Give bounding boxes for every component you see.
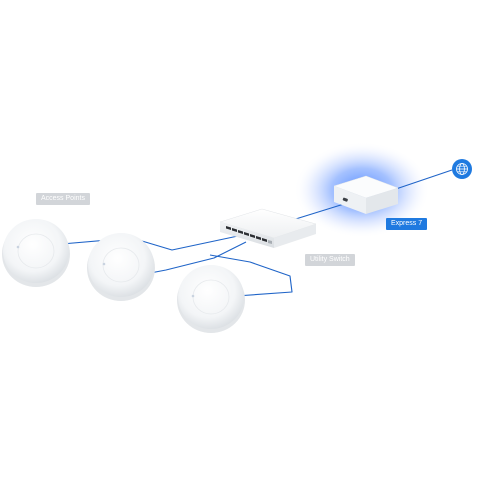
cable-ap1-switch bbox=[49, 235, 239, 251]
utility-switch-device[interactable] bbox=[219, 208, 317, 248]
globe-icon[interactable] bbox=[452, 159, 472, 179]
access-points-label: Access Points bbox=[36, 193, 90, 205]
ap-status-light bbox=[102, 262, 106, 266]
utility-switch-label: Utility Switch bbox=[305, 254, 355, 266]
cable-ap3-switch bbox=[209, 254, 293, 297]
express-port bbox=[342, 197, 348, 202]
ap-status-light bbox=[191, 294, 195, 298]
cable-express-globe bbox=[392, 169, 453, 191]
access-point-2[interactable] bbox=[87, 233, 155, 301]
express-7-label: Express 7 bbox=[386, 218, 428, 230]
access-point-3[interactable] bbox=[177, 265, 245, 333]
access-point-1[interactable] bbox=[2, 219, 70, 287]
cables bbox=[49, 169, 453, 297]
express-7-device[interactable] bbox=[333, 175, 399, 214]
switch-ports bbox=[226, 226, 267, 242]
ap-status-light bbox=[16, 245, 20, 249]
